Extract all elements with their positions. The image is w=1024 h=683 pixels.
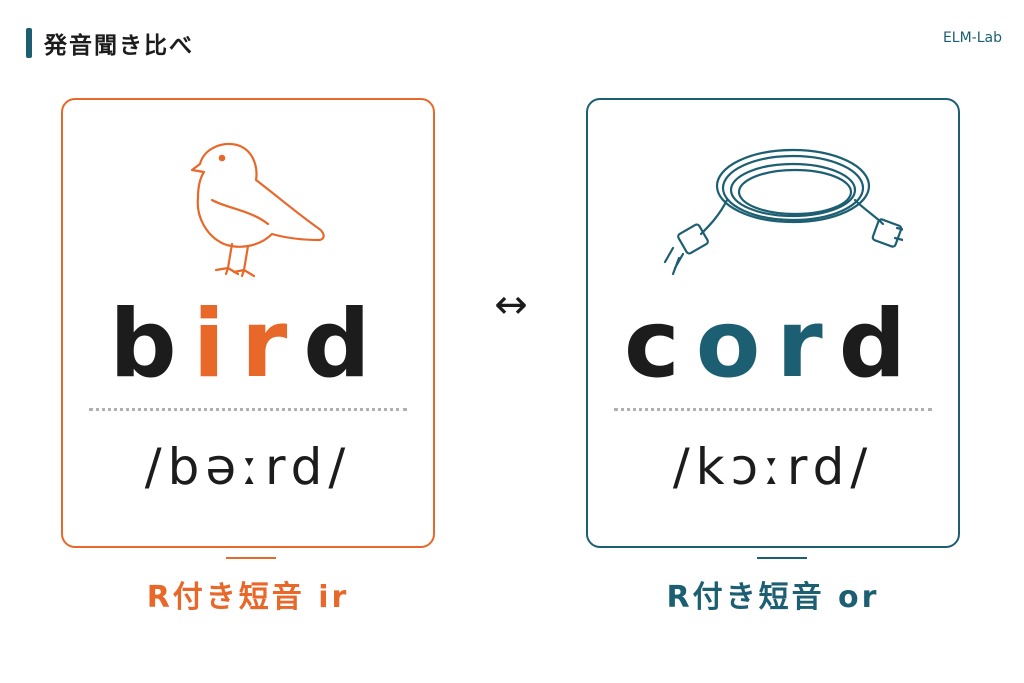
word-letter-highlight: r [240, 290, 304, 399]
word-letter: c [624, 290, 696, 399]
bird-illustration [63, 128, 433, 288]
ipa-transcription: /bəːrd/ [144, 438, 352, 496]
dotted-divider [89, 408, 407, 411]
word-card-cord: cord /kɔːrd/ [586, 98, 960, 548]
word-letter: d [838, 290, 922, 399]
word-letter-highlight: r [776, 290, 839, 399]
word-letter-highlight: o [695, 290, 777, 399]
brand-label: ELM-Lab [942, 30, 1002, 46]
page-header: 発音聞き比べ [26, 28, 194, 59]
word-card-bird: bird /bəːrd/ [61, 98, 435, 548]
dotted-divider [614, 408, 932, 411]
bird-icon [190, 142, 325, 278]
cord-illustration [588, 128, 958, 288]
caption-cord: R付き短音 or [666, 580, 880, 615]
word-letter-highlight: i [192, 290, 241, 399]
ipa-transcription: /kɔːrd/ [672, 438, 874, 496]
title-accent-bar [26, 28, 32, 58]
word-bird: bird [63, 290, 433, 400]
caption-tick [226, 557, 276, 559]
compare-arrow-icon: ↔ [494, 282, 528, 328]
power-cord-icon [663, 148, 903, 276]
word-letter: b [109, 290, 193, 399]
word-letter: d [303, 290, 387, 399]
caption-bird: R付き短音 ir [146, 580, 350, 615]
word-cord: cord [588, 290, 958, 400]
caption-tick [757, 557, 807, 559]
page-title: 発音聞き比べ [44, 33, 194, 59]
